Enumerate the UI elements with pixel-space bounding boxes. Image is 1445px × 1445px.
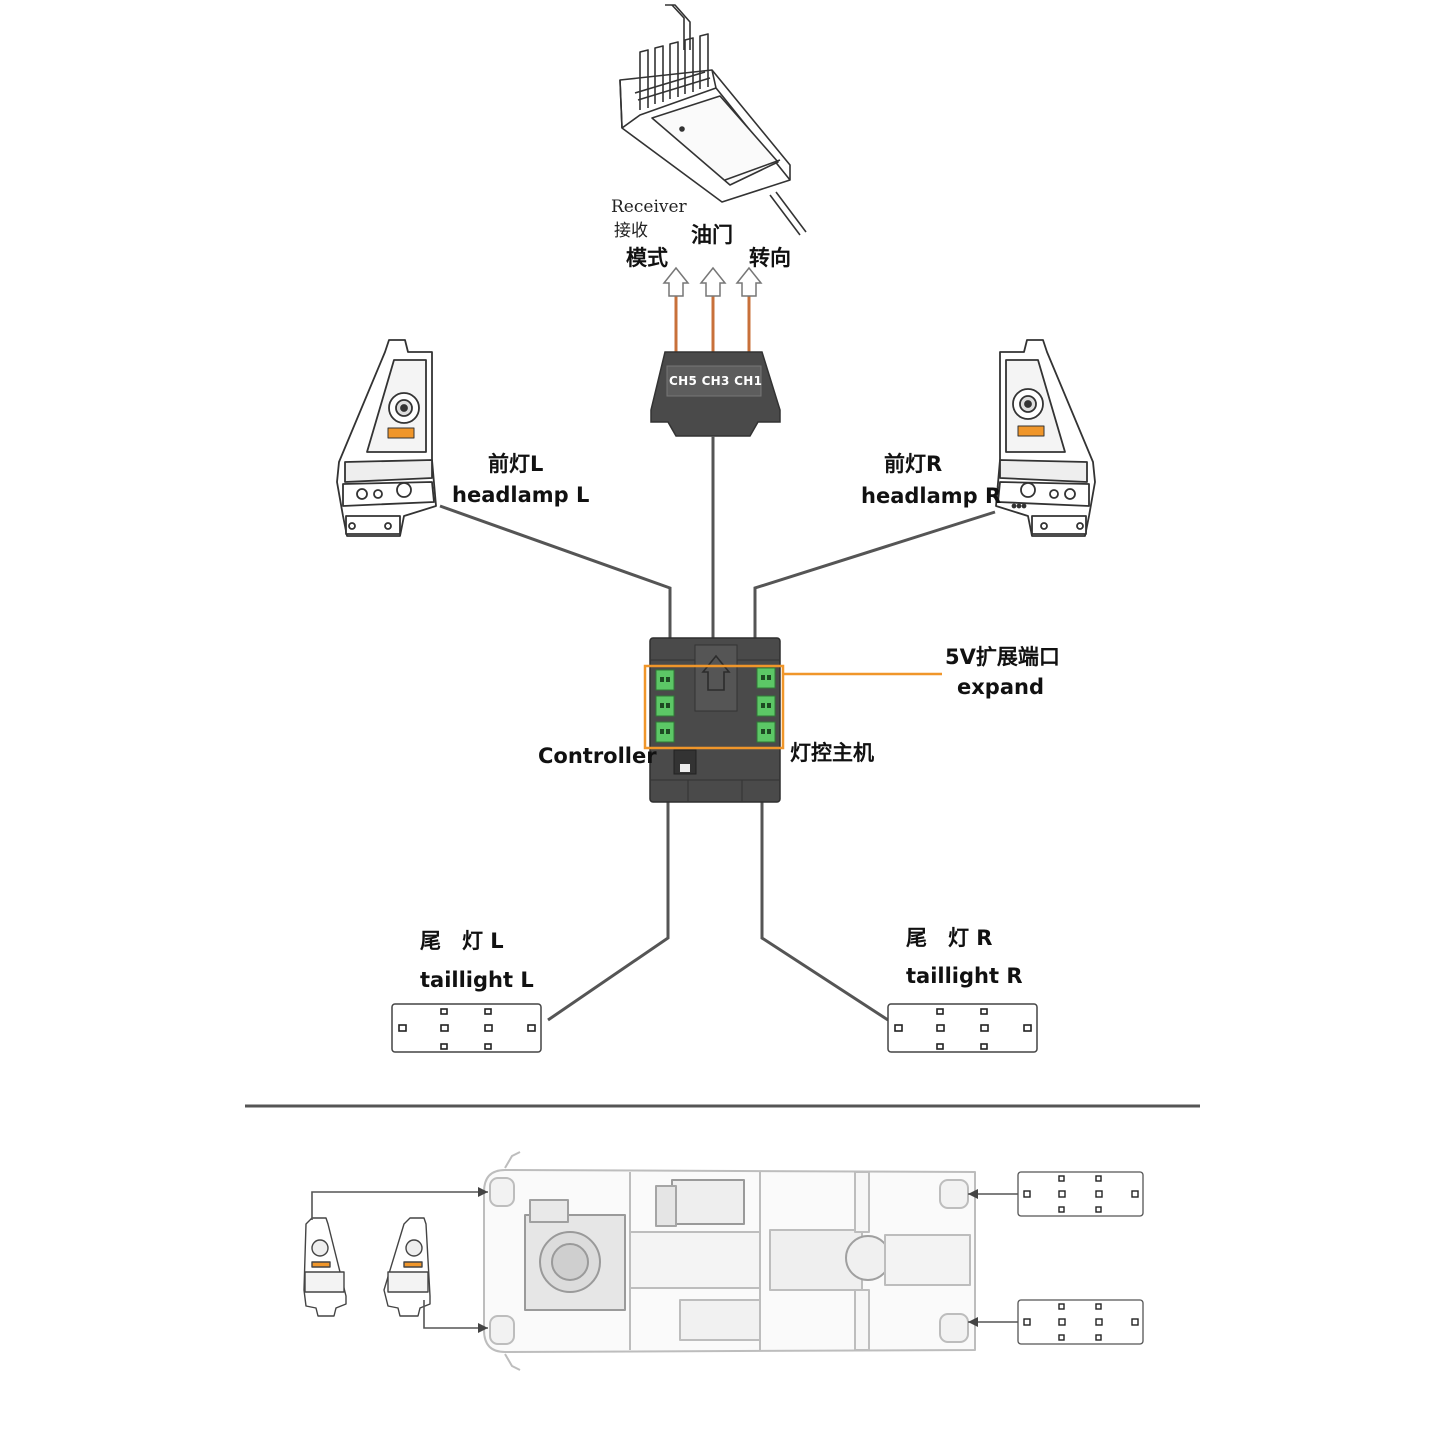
vehicle-top-view bbox=[483, 1151, 976, 1371]
channel-module bbox=[650, 351, 781, 437]
taillight-small-bottom bbox=[1017, 1299, 1144, 1345]
taillight-right-en: taillight R bbox=[906, 964, 1023, 988]
receiver-device bbox=[619, 4, 807, 236]
throttle-label: 油门 bbox=[691, 223, 733, 247]
headlamp-left-device bbox=[336, 339, 437, 537]
headlamp-right-en: headlamp R bbox=[861, 484, 1002, 508]
headlamp-right-cn: 前灯R bbox=[884, 452, 943, 476]
controller-device bbox=[649, 637, 781, 803]
controller-ports bbox=[655, 667, 776, 743]
taillight-left-en: taillight L bbox=[420, 968, 534, 992]
controller-port-pins bbox=[660, 675, 771, 734]
receiver-label-en: Receiver bbox=[611, 197, 687, 217]
taillight-right-device bbox=[887, 1003, 1038, 1053]
taillight-left-cn: 尾 灯 L bbox=[420, 929, 504, 953]
headlamp-small-2 bbox=[383, 1217, 431, 1317]
steering-label: 转向 bbox=[749, 246, 791, 270]
expand-port-en: expand bbox=[957, 675, 1044, 699]
controller-label-cn: 灯控主机 bbox=[790, 741, 874, 765]
harness-wires bbox=[439, 436, 996, 1022]
taillight-small-top bbox=[1017, 1171, 1144, 1217]
headlamp-left-cn: 前灯L bbox=[488, 452, 544, 476]
headlamp-right-device bbox=[995, 339, 1096, 537]
mode-label: 模式 bbox=[626, 246, 668, 270]
receiver-label-cn: 接收 bbox=[614, 221, 648, 241]
expand-port-highlight bbox=[643, 664, 942, 750]
channel-module-label: CH5 CH3 CH1 bbox=[669, 374, 763, 388]
arrow-icons bbox=[478, 1187, 978, 1333]
headlamp-small-1 bbox=[303, 1217, 347, 1317]
controller-label-en: Controller bbox=[538, 744, 657, 768]
expand-port-cn: 5V扩展端口 bbox=[945, 645, 1060, 669]
taillight-left-device bbox=[391, 1003, 542, 1053]
signal-wires bbox=[674, 296, 751, 354]
arrow-up-icons bbox=[662, 266, 763, 297]
taillight-right-cn: 尾 灯 R bbox=[906, 926, 993, 950]
headlamp-left-en: headlamp L bbox=[452, 483, 590, 507]
